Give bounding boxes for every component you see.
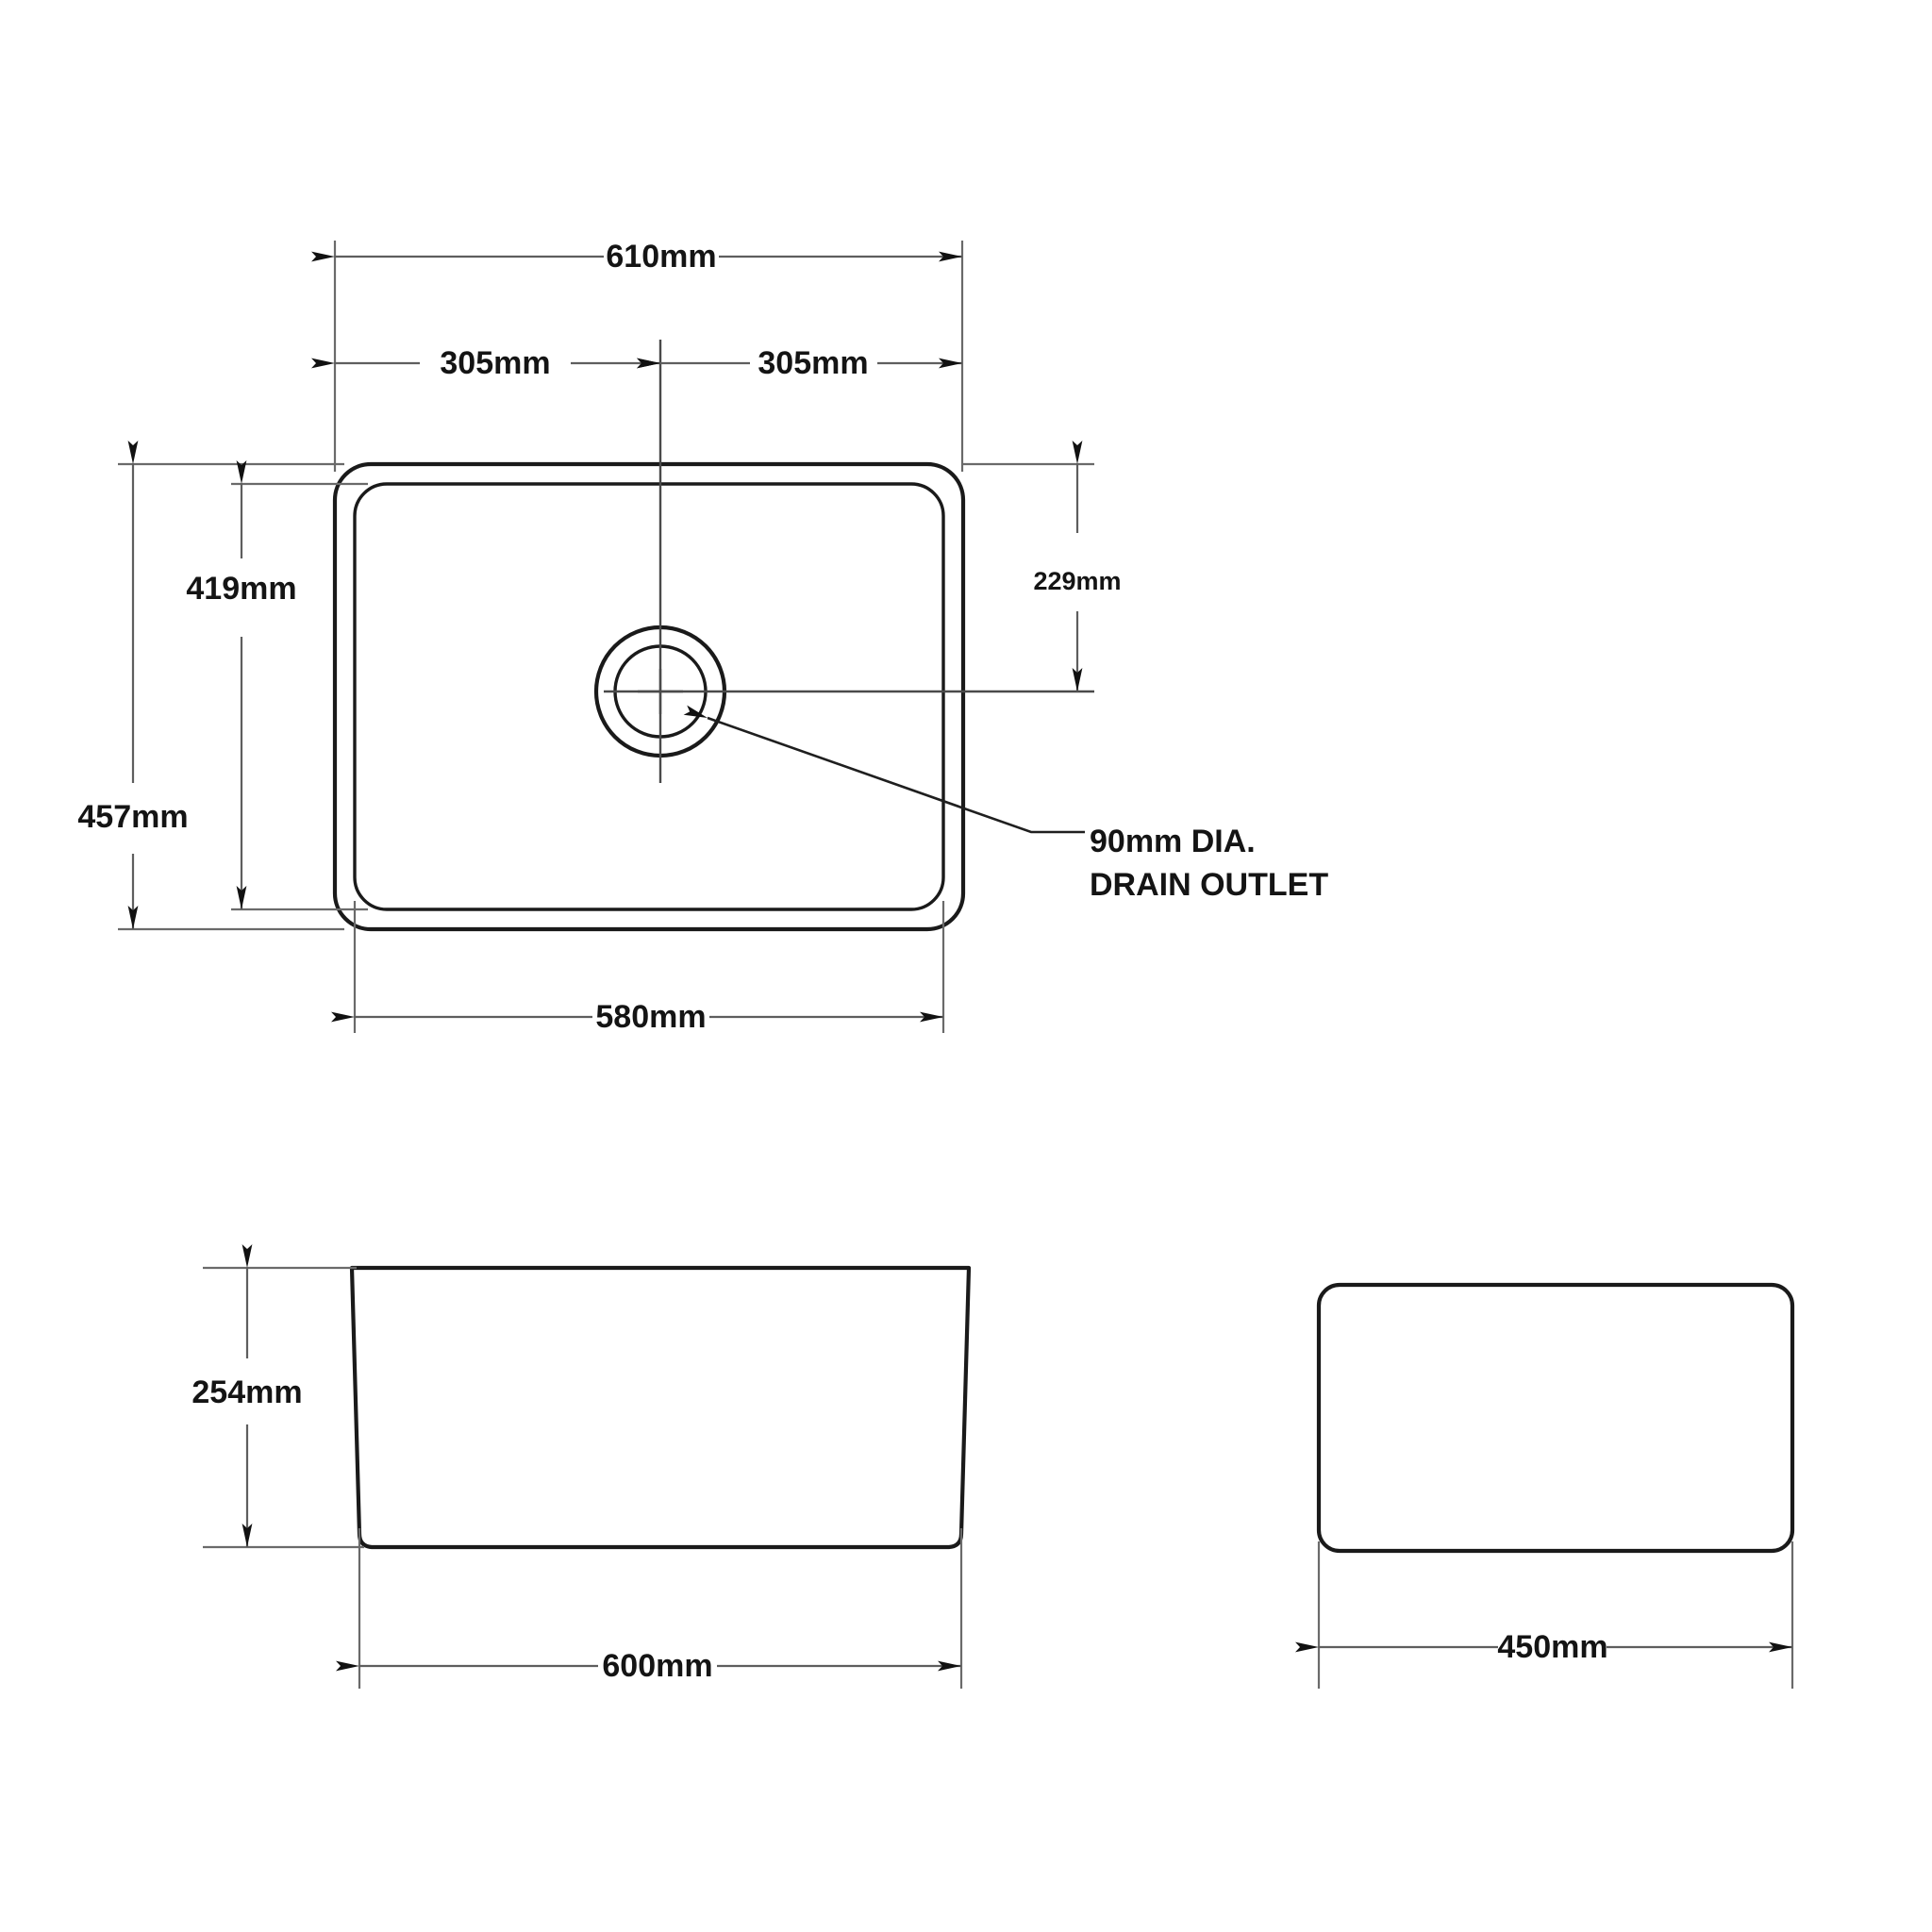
dimension-inner-depth-419: 419mm <box>186 460 368 911</box>
dim-label-457: 457mm <box>77 799 188 835</box>
dimension-side-width-450: 450mm <box>1295 1541 1794 1689</box>
dimension-overall-depth-457: 457mm <box>77 441 344 931</box>
dim-label-580: 580mm <box>595 999 706 1035</box>
dim-label-254: 254mm <box>192 1374 302 1410</box>
drain-callout-line2: DRAIN OUTLET <box>1090 867 1328 903</box>
dim-label-610: 610mm <box>606 239 716 275</box>
dimension-front-height-254: 254mm <box>192 1244 364 1549</box>
top-plan-view: 610mm 305mm 305mm 457mm <box>77 239 1328 1035</box>
dim-label-305-left: 305mm <box>440 345 550 381</box>
dimension-drain-offset-229: 229mm <box>962 441 1122 691</box>
dimension-inner-width-580: 580mm <box>331 901 945 1035</box>
front-elevation-view: 254mm 600mm <box>192 1244 972 1689</box>
dim-label-419: 419mm <box>186 571 296 607</box>
drain-outlet-callout: 90mm DIA. DRAIN OUTLET <box>683 705 1328 903</box>
front-elevation-outline <box>349 1265 972 1550</box>
dim-label-229: 229mm <box>1033 567 1121 595</box>
drain-callout-line1: 90mm DIA. <box>1090 824 1256 859</box>
side-elevation-outline <box>1316 1282 1795 1554</box>
dim-label-305-right: 305mm <box>758 345 868 381</box>
dimension-overall-width-610: 610mm <box>311 239 964 472</box>
dim-label-450: 450mm <box>1497 1629 1607 1665</box>
sink-outer-outline <box>332 461 966 932</box>
sink-inner-basin-outline <box>353 482 945 911</box>
dimension-half-width-305: 305mm 305mm <box>311 345 962 381</box>
dim-label-600: 600mm <box>602 1648 712 1684</box>
side-elevation-view: 450mm <box>1295 1282 1795 1689</box>
drain-callout-leader-line <box>683 705 1085 834</box>
dimension-front-width-600: 600mm <box>336 1528 963 1689</box>
